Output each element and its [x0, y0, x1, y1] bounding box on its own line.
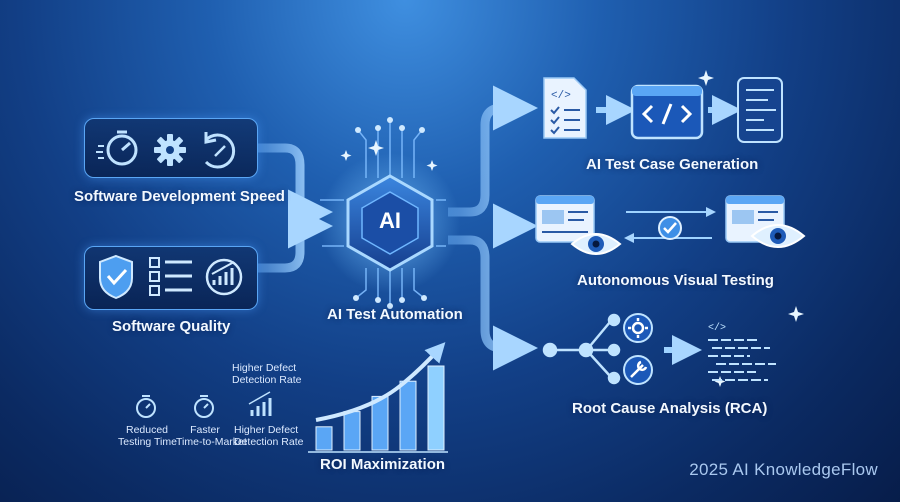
code-window-icon [630, 84, 704, 140]
code-lines-icon [737, 77, 783, 143]
roi-bar [315, 426, 333, 451]
metric-reduced-line1: Reduced [125, 424, 169, 436]
stopwatch-small-icon [136, 395, 156, 418]
code-log-icon: </> [708, 322, 776, 381]
roi-bar [427, 365, 445, 451]
metric-faster: Faster Time-to-Market [176, 424, 247, 448]
ai-chip-text: AI [379, 208, 401, 233]
metric-faster-line2: Time-to-Market [176, 436, 247, 448]
defect-callout: Higher Defect Detection Rate [232, 362, 302, 386]
quality-to-ai-arrow [258, 203, 333, 273]
eye-icon [570, 233, 622, 255]
code-document-icon: </> [543, 77, 587, 139]
metric-defect-line2: Detection Rate [234, 436, 304, 448]
metric-defect-line1: Higher Defect [234, 424, 299, 436]
metric-defect: Higher Defect Detection Rate [234, 424, 304, 448]
metric-reduced: Reduced Testing Time [118, 424, 177, 448]
refresh-speed-icon [204, 132, 236, 169]
gear-icon [154, 134, 186, 166]
chart-target-icon [205, 258, 243, 296]
roi-bars [315, 365, 445, 451]
browser-window-icon [535, 195, 595, 243]
watermark: 2025 AI KnowledgeFlow [689, 460, 878, 479]
defect-callout-line1: Higher Defect [232, 362, 297, 374]
roi-bar [399, 380, 417, 451]
wrench-circle-icon [623, 355, 653, 385]
generation-label: AI Test Case Generation [586, 156, 759, 173]
shield-check-icon [99, 254, 133, 300]
ai-to-generation-arrow [448, 85, 538, 217]
stopwatch-small-icon-2 [194, 395, 214, 418]
defect-callout-line2: Detection Rate [232, 374, 302, 386]
growth-arrow [315, 342, 446, 422]
roi-bar [343, 411, 361, 451]
roi-bar [371, 395, 389, 451]
metric-faster-line1: Faster [190, 424, 220, 436]
stopwatch-icon [96, 130, 138, 166]
speed-label: Software Development Speed [74, 188, 285, 205]
ai-to-rca-arrow [448, 235, 538, 371]
ai-test-automation-title: AI Test Automation [327, 306, 463, 323]
roi-title: ROI Maximization [320, 456, 446, 473]
metric-reduced-line2: Testing Time [118, 436, 177, 448]
bar-chart-small-icon [248, 391, 272, 416]
settings-circle-icon [623, 313, 653, 343]
eye-icon-2 [750, 224, 806, 248]
svg-text:</>: </> [708, 322, 726, 334]
rca-label: Root Cause Analysis (RCA) [572, 400, 768, 417]
sparkle-icon [368, 140, 384, 156]
quality-label: Software Quality [112, 318, 231, 335]
network-tree-icon [542, 313, 621, 385]
checklist-icon [149, 257, 192, 296]
check-circle-icon [658, 216, 682, 240]
visual-label: Autonomous Visual Testing [577, 272, 774, 289]
svg-text:</>: </> [551, 90, 571, 102]
